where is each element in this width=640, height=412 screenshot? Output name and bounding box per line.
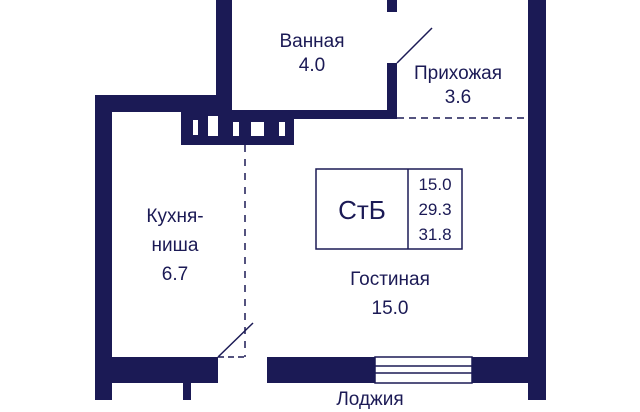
room-kitchen: Кухня- ниша 6.7 (120, 202, 230, 289)
room-area: 3.6 (444, 87, 472, 108)
living-area: 15.0 (418, 175, 452, 194)
room-living: Гостиная 15.0 (320, 265, 460, 323)
room-bathroom: Ванная 4.0 (252, 30, 372, 78)
room-name: ниша (151, 235, 199, 256)
room-name: Ванная (279, 31, 345, 52)
window (374, 356, 473, 384)
floor-plan (95, 0, 546, 400)
door (217, 322, 254, 358)
room-area: 4.0 (298, 55, 326, 76)
apartment-type: СтБ (338, 195, 386, 225)
room-area: 15.0 (371, 298, 409, 319)
info-box (315, 168, 463, 250)
total-area: 31.8 (418, 225, 452, 244)
area-without-loggia: 29.3 (418, 200, 452, 219)
room-loggia: Лоджия (300, 388, 440, 412)
entrance-door (396, 27, 433, 64)
area-summary: 15.0 29.3 31.8 (408, 172, 462, 247)
room-name: Гостиная (350, 269, 430, 290)
walls (95, 0, 546, 400)
room-name: Лоджия (336, 389, 404, 410)
room-area: 6.7 (161, 264, 189, 285)
room-name: Прихожая (413, 63, 503, 84)
room-name: Кухня- (146, 206, 204, 227)
room-hallway: Прихожая 3.6 (393, 62, 523, 110)
